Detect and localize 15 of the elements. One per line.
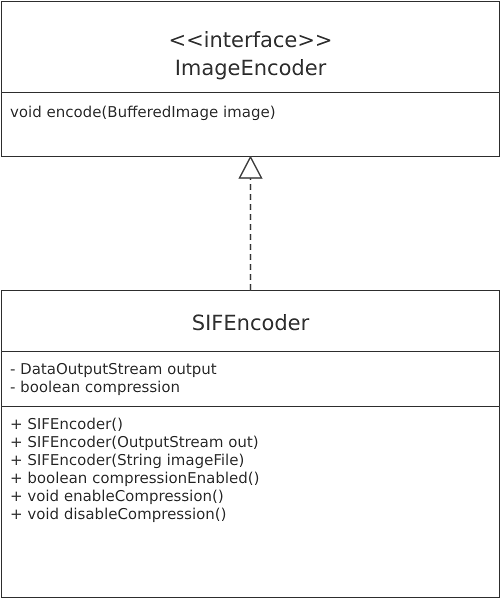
- method-text: + void enableCompression(): [10, 487, 224, 505]
- uml-class-box: [1, 1, 500, 157]
- attribute-text: - boolean compression: [10, 378, 180, 396]
- method-text: + void disableCompression(): [10, 505, 226, 523]
- method-text: + SIFEncoder(String imageFile): [10, 451, 244, 469]
- uml-class-box: [1, 290, 500, 598]
- attribute-text: - DataOutputStream output: [10, 360, 217, 378]
- class-name: SIFEncoder: [192, 310, 310, 337]
- realization-arrow: [238, 156, 262, 290]
- method-text: + SIFEncoder(): [10, 415, 123, 433]
- method-text: + boolean compressionEnabled(): [10, 469, 260, 487]
- stereotype-label: <<interface>>: [168, 27, 333, 54]
- class-name: ImageEncoder: [174, 55, 326, 82]
- method-text: void encode(BufferedImage image): [10, 103, 276, 121]
- method-text: + SIFEncoder(OutputStream out): [10, 433, 259, 451]
